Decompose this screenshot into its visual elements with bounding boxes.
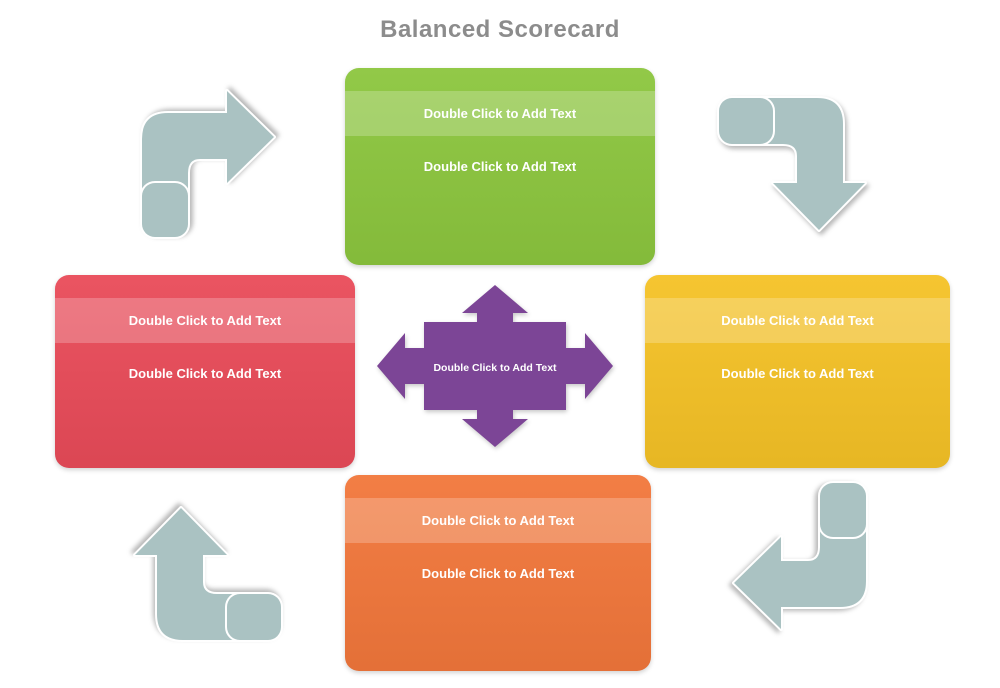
cycle-arrow-bottom-right[interactable] xyxy=(732,481,868,631)
node-text-placeholder[interactable]: Double Click to Add Text xyxy=(721,313,874,328)
cycle-arrow-bottom-left[interactable] xyxy=(133,506,283,642)
node-text-placeholder[interactable]: Double Click to Add Text xyxy=(128,366,282,381)
node-bottom[interactable]: Double Click to Add Text Double Click to… xyxy=(345,475,651,671)
node-text-placeholder[interactable]: Double Click to Add Text xyxy=(423,106,577,121)
node-header-band: Double Click to Add Text xyxy=(345,498,651,543)
node-text-placeholder[interactable]: Double Click to Add Text xyxy=(128,313,282,328)
node-text-placeholder[interactable]: Double Click to Add Text xyxy=(721,366,874,381)
node-header-band: Double Click to Add Text xyxy=(645,298,950,343)
node-header-band: Double Click to Add Text xyxy=(55,298,355,343)
center-text-placeholder[interactable]: Double Click to Add Text xyxy=(433,362,557,374)
node-header-band: Double Click to Add Text xyxy=(345,91,655,136)
cycle-arrow-top-left[interactable] xyxy=(140,89,276,239)
node-text-placeholder[interactable]: Double Click to Add Text xyxy=(421,513,575,528)
node-top[interactable]: Double Click to Add Text Double Click to… xyxy=(345,68,655,265)
center-cross-arrows[interactable] xyxy=(377,285,613,447)
node-text-placeholder[interactable]: Double Click to Add Text xyxy=(421,566,575,581)
node-left[interactable]: Double Click to Add Text Double Click to… xyxy=(55,275,355,468)
node-text-placeholder[interactable]: Double Click to Add Text xyxy=(423,159,577,174)
cycle-arrow-top-right[interactable] xyxy=(717,96,867,232)
node-right[interactable]: Double Click to Add Text Double Click to… xyxy=(645,275,950,468)
diagram-title: Balanced Scorecard xyxy=(380,16,620,43)
cross-shape xyxy=(377,285,613,447)
